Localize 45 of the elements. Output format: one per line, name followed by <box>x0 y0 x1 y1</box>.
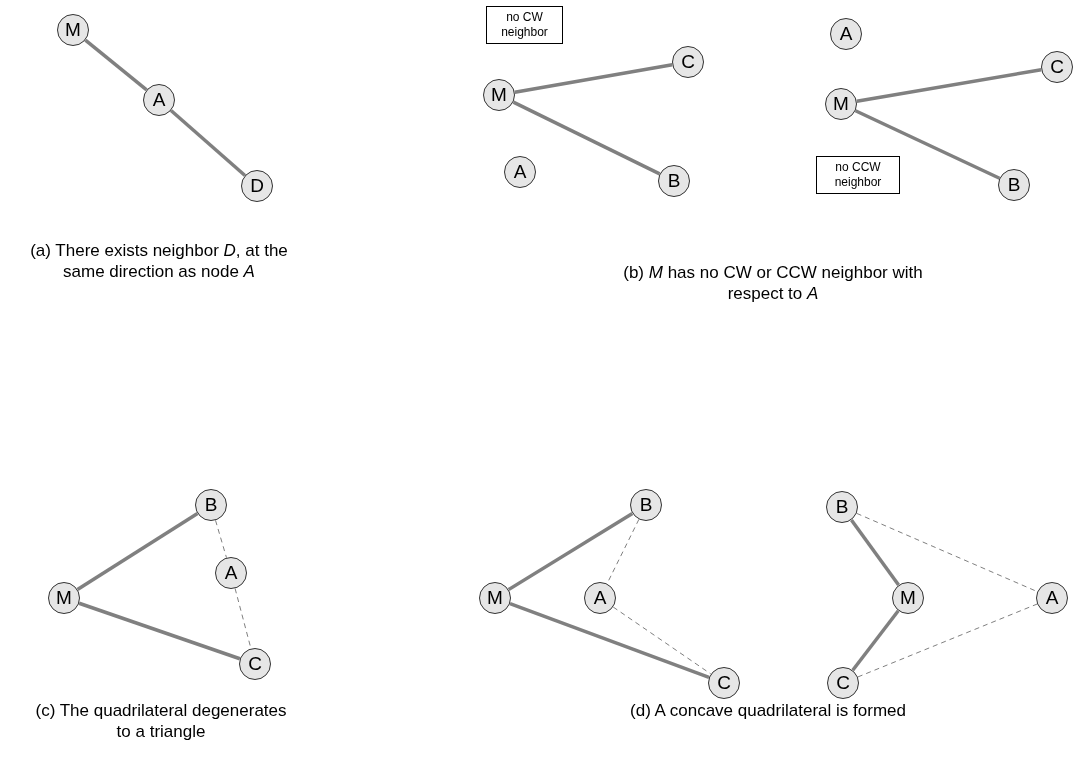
node-circle: B <box>826 491 858 523</box>
node-circle: A <box>584 582 616 614</box>
connector-line <box>78 601 241 661</box>
node-circle: B <box>998 169 1030 201</box>
node-circle: M <box>483 79 515 111</box>
node-circle: M <box>825 88 857 120</box>
note-box: no CW neighbor <box>486 6 563 44</box>
connector-line <box>169 109 247 177</box>
node-circle: C <box>239 648 271 680</box>
dashed-line <box>856 512 1038 593</box>
node-circle: A <box>1036 582 1068 614</box>
connector-line <box>507 511 634 592</box>
subfigure-caption: (a) There exists neighbor D, at the same direction as node A <box>29 240 289 282</box>
node-circle: M <box>479 582 511 614</box>
node-circle: A <box>143 84 175 116</box>
node-circle: M <box>57 14 89 46</box>
node-circle: C <box>708 667 740 699</box>
connector-line <box>512 100 661 176</box>
node-circle: A <box>830 18 862 50</box>
node-circle: C <box>1041 51 1073 83</box>
connector-line <box>514 63 673 94</box>
node-circle: B <box>658 165 690 197</box>
connector-line <box>856 67 1042 104</box>
dashed-line <box>857 603 1038 678</box>
connector-line <box>84 38 148 92</box>
node-circle: B <box>195 489 227 521</box>
note-box: no CCW neighbor <box>816 156 900 194</box>
node-circle: D <box>241 170 273 202</box>
node-circle: C <box>672 46 704 78</box>
node-circle: A <box>504 156 536 188</box>
dashed-line <box>612 606 712 675</box>
node-circle: A <box>215 557 247 589</box>
node-circle: B <box>630 489 662 521</box>
node-circle: C <box>827 667 859 699</box>
connector-line <box>76 512 199 591</box>
subfigure-caption: (c) The quadrilateral degenerates to a triangle <box>34 700 288 742</box>
connector-line <box>851 609 900 672</box>
dashed-line <box>215 519 227 559</box>
subfigure-caption: (b) M has no CW or CCW neighbor with respect to A <box>622 262 924 304</box>
connector-line <box>854 109 1001 180</box>
connector-line <box>509 601 710 680</box>
subfigure-caption: (d) A concave quadrilateral is formed <box>629 700 907 721</box>
node-circle: M <box>892 582 924 614</box>
connector-line <box>849 518 901 587</box>
node-circle: M <box>48 582 80 614</box>
